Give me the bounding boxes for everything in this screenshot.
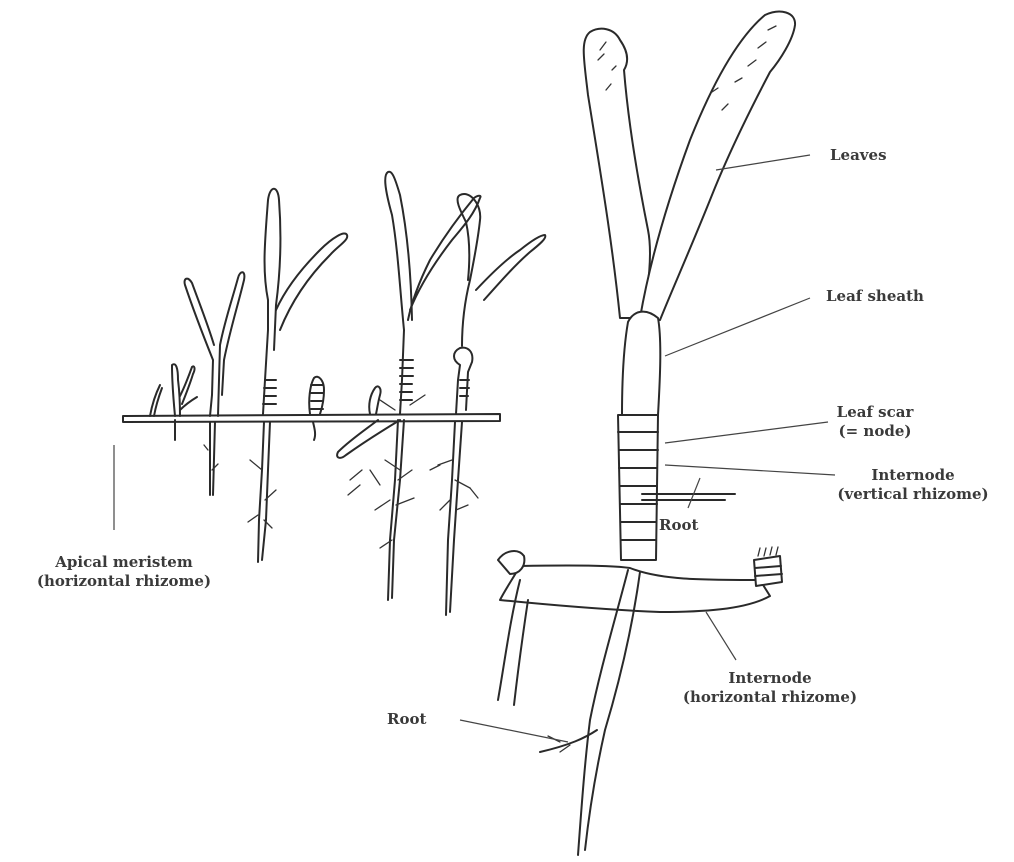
label-internode-horizontal-sub: (horizontal rhizome) <box>660 688 880 707</box>
label-internode-vertical-sub: (vertical rhizome) <box>815 485 1011 504</box>
label-leaf-sheath: Leaf sheath <box>826 287 924 306</box>
label-leaf-scar-node: (= node) <box>820 422 930 441</box>
horizontal-rhizome-small-plant <box>123 172 545 615</box>
label-root-upper: Root <box>659 516 698 535</box>
label-apical-meristem-sub: (horizontal rhizome) <box>4 572 244 591</box>
leader-lines <box>114 155 835 742</box>
vertical-shoot-large-plant <box>498 12 795 855</box>
label-apical-meristem: Apical meristem <box>4 553 244 572</box>
label-internode-horizontal: Internode <box>660 669 880 688</box>
label-leaf-scar: Leaf scar <box>820 403 930 422</box>
label-root-lower: Root <box>387 710 426 729</box>
label-leaves: Leaves <box>830 146 887 165</box>
label-internode-vertical: Internode <box>815 466 1011 485</box>
